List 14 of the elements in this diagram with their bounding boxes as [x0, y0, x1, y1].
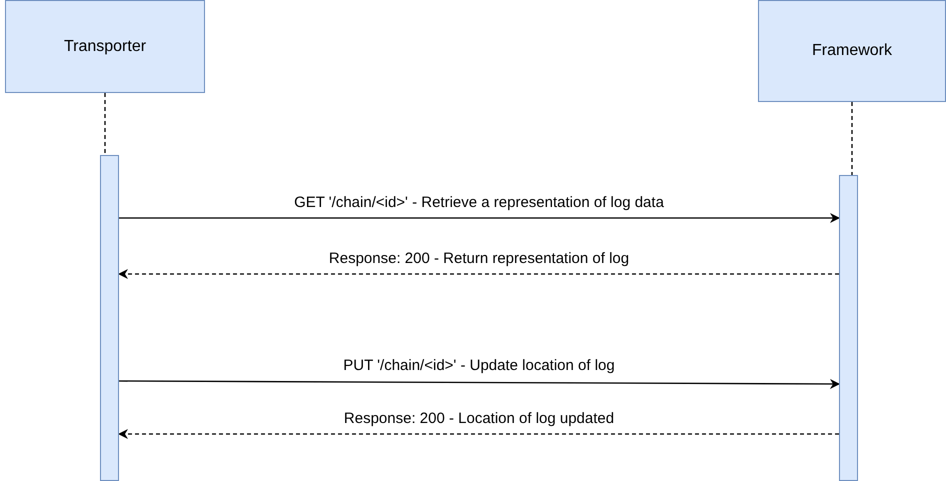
message-arrow	[118, 269, 839, 279]
edge-label: PUT '/chain/<id>' - Update location of log	[341, 357, 617, 374]
activation-bar	[100, 155, 119, 481]
participant-name: Transporter	[64, 38, 146, 56]
participant-box	[758, 0, 946, 102]
message-arrow	[119, 213, 840, 223]
participant-name: Framework	[812, 42, 892, 60]
participant-box	[5, 0, 205, 93]
message-arrow	[119, 378, 840, 389]
lifeline	[851, 102, 853, 175]
edge-label: GET '/chain/<id>' - Retrieve a representation of log data	[292, 194, 666, 211]
lifeline	[104, 93, 106, 155]
activation-bar	[839, 175, 858, 481]
message-arrow	[118, 429, 839, 439]
